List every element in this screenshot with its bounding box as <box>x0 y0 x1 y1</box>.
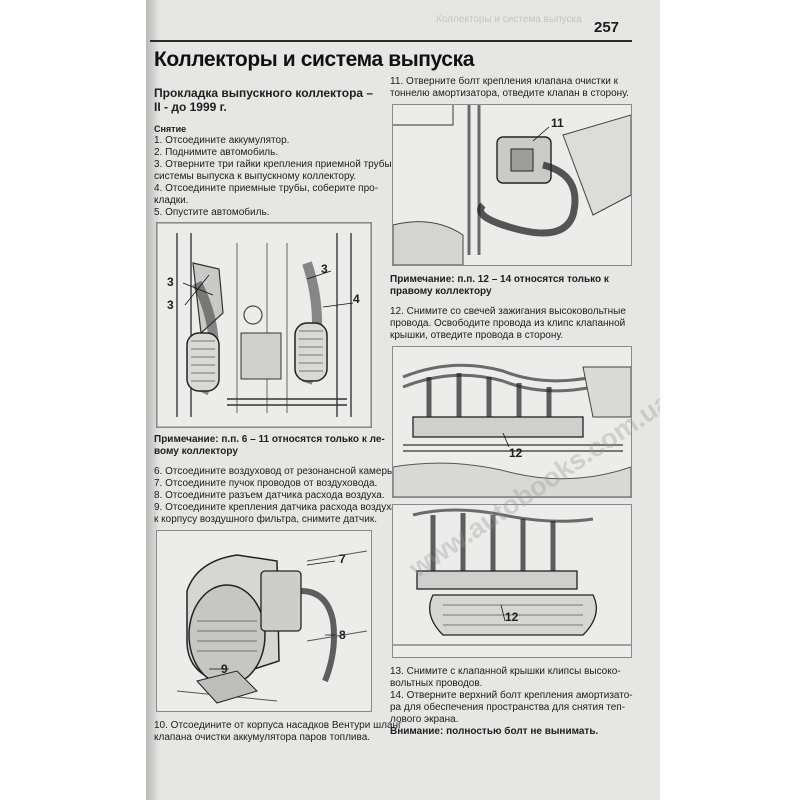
removal-step-line: 3. Отверните три гайки крепления приемно… <box>154 159 392 170</box>
page-number: 257 <box>594 19 620 36</box>
step-line: 6. Отсоедините воздуховод от резонансной… <box>154 466 397 477</box>
note-line: Примечание: п.п. 6 – 11 относятся только… <box>154 434 385 445</box>
figure-valve-cover: 12 <box>392 504 632 658</box>
step-11-line: 11. Отверните болт крепления клапана очи… <box>390 76 618 87</box>
step-line: 8. Отсоедините разъем датчика расхода во… <box>154 490 385 501</box>
figure-callout-7: 7 <box>339 552 346 566</box>
section-title-line-1: Прокладка выпускного коллектора – <box>154 86 374 100</box>
step-line: 7. Отсоедините пучок проводов от воздухо… <box>154 478 378 489</box>
book-page: Коллекторы и система выпуска 257 Коллект… <box>146 0 660 800</box>
note-2-line: правому коллектору <box>390 286 492 297</box>
figure-callout-3: 3 <box>167 298 174 312</box>
step-12-line: 12. Снимите со свечей зажигания высоково… <box>390 306 626 317</box>
figure-air-flow-sensor: 7 8 9 <box>156 530 372 712</box>
figure-callout-11: 11 <box>551 116 564 130</box>
step-line: 9. Отсоедините крепления датчика расхода… <box>154 502 397 513</box>
figure-ignition-wires: 12 <box>392 346 632 498</box>
step-14-line: 14. Отверните верхний болт крепления амо… <box>390 690 633 701</box>
figure-callout-9: 9 <box>221 662 228 676</box>
figure-callout-8: 8 <box>339 628 346 642</box>
section-title-line-2: II - до 1999 г. <box>154 100 227 114</box>
figure-callout-12: 12 <box>509 446 523 460</box>
step-line: к корпусу воздушного фильтра, снимите да… <box>154 514 377 525</box>
step-12-line: провода. Освободите провода из клипс кла… <box>390 318 626 329</box>
warning-text: Внимание: полностью болт не вынимать. <box>390 726 599 737</box>
figure-callout-12: 12 <box>505 610 519 624</box>
note-line: вому коллектору <box>154 446 238 457</box>
removal-step-line: 1. Отсоедините аккумулятор. <box>154 135 290 146</box>
figure-purge-valve: 11 <box>392 104 632 266</box>
removal-heading: Снятие <box>154 124 187 134</box>
step-13-line: вольтных проводов. <box>390 678 483 689</box>
removal-step-line: 4. Отсоедините приемные трубы, соберите … <box>154 183 379 194</box>
note-2-line: Примечание: п.п. 12 – 14 относятся тольк… <box>390 274 609 285</box>
running-title: Коллекторы и система выпуска <box>436 14 582 25</box>
removal-step-line: 5. Опустите автомобиль. <box>154 207 270 218</box>
figure-callout-3: 3 <box>167 275 174 289</box>
step-10-line: 10. Отсоедините от корпуса насадков Вент… <box>154 720 402 731</box>
removal-step-line: системы выпуска к выпускному коллектору. <box>154 171 357 182</box>
step-13-line: 13. Снимите с клапанной крышки клипсы вы… <box>390 666 621 677</box>
header-rule <box>150 40 632 42</box>
step-10-line: клапана очистки аккумулятора паров топли… <box>154 732 371 743</box>
step-14-line: ра для обеспечения пространства для снят… <box>390 702 626 713</box>
figure-exhaust-pipes: 3 3 3 4 <box>156 222 372 428</box>
page-title: Коллекторы и система выпуска <box>154 48 474 71</box>
step-11-line: тоннелю амортизатора, отведите клапан в … <box>390 88 629 99</box>
figure-callout-4: 4 <box>353 292 360 306</box>
removal-step-line: кладки. <box>154 195 189 206</box>
removal-step-line: 2. Поднимите автомобиль. <box>154 147 279 158</box>
figure-callout-3: 3 <box>321 262 328 276</box>
step-14-line: лового экрана. <box>390 714 459 725</box>
step-12-line: крышки, отведите провода в сторону. <box>390 330 564 341</box>
